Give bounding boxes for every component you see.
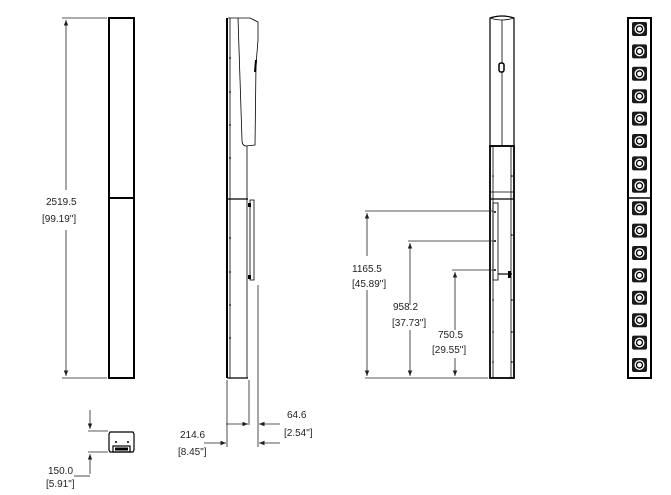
height-mm-label: 2519.5: [46, 197, 77, 208]
height-in-label: [99.19"]: [42, 214, 76, 225]
speaker-top-outline: [108, 431, 135, 453]
driver-icon: [632, 290, 647, 305]
top-cabinet-profile: [228, 17, 259, 147]
width-mm-label: 214.6: [180, 430, 205, 441]
depth-mm-label: 150.0: [48, 466, 73, 477]
driver-icon: [632, 66, 647, 81]
rear-handle-icon: [498, 62, 505, 73]
width-in-label: [8.45"]: [178, 447, 207, 458]
driver-icon: [632, 223, 647, 238]
mount-height-3-in: [29.55"]: [432, 345, 466, 356]
bracket-mm-label: 64.6: [287, 410, 307, 421]
bracket-in-label: [2.54"]: [284, 428, 313, 439]
driver-icon: [632, 44, 647, 59]
mount-height-1-mm: 1165.5: [352, 264, 382, 275]
rear-view: 1165.5 [45.89"] 958.2 [37.73"] 750.5 [29…: [352, 15, 515, 379]
depth-in-label: [5.91"]: [46, 479, 75, 490]
driver-icon: [632, 335, 647, 350]
driver-icon: [632, 156, 647, 171]
driver-array: [632, 22, 647, 372]
rear-upper-cabinet: [489, 15, 515, 147]
driver-icon: [632, 201, 647, 216]
driver-icon: [632, 268, 647, 283]
driver-icon: [632, 358, 647, 372]
driver-icon: [632, 134, 647, 148]
mount-height-2-mm: 958.2: [393, 302, 418, 313]
front-view: 2519.5 [99.19"]: [42, 17, 135, 379]
driver-icon: [632, 89, 647, 104]
driver-icon: [632, 22, 647, 36]
driver-icon: [632, 111, 647, 126]
side-view: 64.6 [2.54"] 214.6 [8.45"]: [178, 17, 313, 458]
driver-icon: [632, 178, 647, 193]
wall-bracket: [249, 199, 255, 281]
rear-bracket: [492, 202, 499, 281]
driver-icon: [632, 246, 647, 260]
rear-lower-cabinet: [489, 145, 515, 379]
grille-view: [627, 17, 652, 379]
driver-icon: [632, 313, 647, 328]
mount-height-1-in: [45.89"]: [352, 279, 386, 290]
top-view: 150.0 [5.91"]: [46, 410, 135, 490]
mount-height-2-in: [37.73"]: [392, 318, 426, 329]
mount-height-3-mm: 750.5: [438, 330, 463, 341]
